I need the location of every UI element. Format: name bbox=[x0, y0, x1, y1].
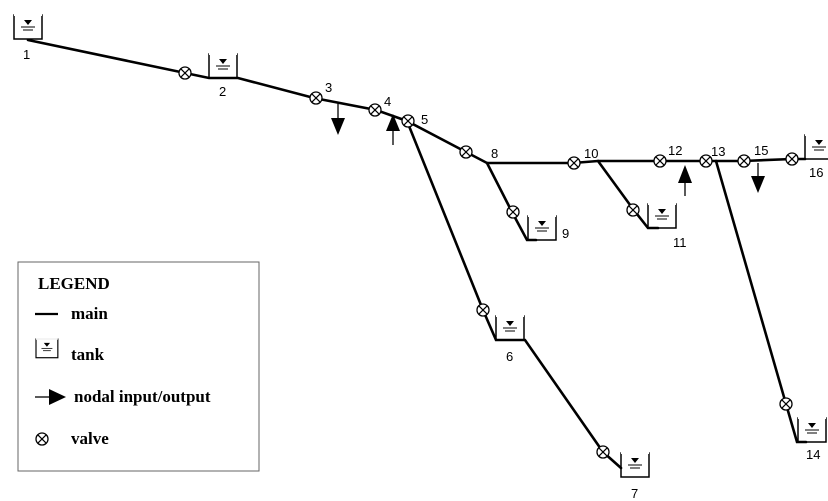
node-label-4: 4 bbox=[384, 94, 391, 109]
node-label-11: 11 bbox=[673, 235, 687, 250]
valve-icon bbox=[368, 103, 382, 117]
tank-icon-9 bbox=[527, 215, 557, 241]
valve-icon bbox=[506, 205, 520, 219]
tank-icon-11 bbox=[647, 203, 677, 229]
nodal-arrows bbox=[331, 102, 765, 196]
pipe-branch-5-7 bbox=[405, 119, 623, 470]
valve-icon bbox=[567, 156, 581, 170]
node-label-9: 9 bbox=[562, 226, 569, 241]
tank-icon-6 bbox=[495, 315, 525, 341]
valve-legend-icon bbox=[35, 432, 49, 446]
node-label-14: 14 bbox=[806, 447, 820, 462]
valve-icon bbox=[401, 114, 415, 128]
legend-label-tank: tank bbox=[71, 345, 105, 364]
valves bbox=[178, 66, 799, 459]
node-label-16: 16 bbox=[809, 165, 823, 180]
legend-label-valve: valve bbox=[71, 429, 109, 448]
valve-icon bbox=[596, 445, 610, 459]
node-label-2: 2 bbox=[219, 84, 226, 99]
tank-icon-14 bbox=[797, 417, 827, 443]
node-label-6: 6 bbox=[506, 349, 513, 364]
valve-icon bbox=[785, 152, 799, 166]
pipe-branch-10-11 bbox=[596, 159, 660, 230]
node-label-10: 10 bbox=[584, 146, 598, 161]
node-label-12: 12 bbox=[668, 143, 682, 158]
tank-icon-1 bbox=[13, 14, 43, 40]
tank-icon-2 bbox=[208, 53, 238, 79]
valve-icon bbox=[459, 145, 473, 159]
node-label-5: 5 bbox=[421, 112, 428, 127]
legend: LEGEND main tank nodal input/output valv… bbox=[17, 261, 260, 472]
nodal-output-arrow-icon-3 bbox=[331, 102, 345, 135]
tank-icon-7 bbox=[620, 452, 650, 478]
valve-icon bbox=[309, 91, 323, 105]
node-labels: 1 2 3 4 5 6 7 8 9 10 11 12 13 14 15 16 bbox=[23, 47, 823, 501]
valve-icon bbox=[779, 397, 793, 411]
node-label-15: 15 bbox=[754, 143, 768, 158]
nodal-output-arrow-icon-15 bbox=[751, 163, 765, 193]
valve-icon bbox=[476, 303, 490, 317]
valve-icon bbox=[178, 66, 192, 80]
node-label-1: 1 bbox=[23, 47, 30, 62]
nodal-input-arrow-icon-12 bbox=[678, 165, 692, 196]
nodal-input-arrow-icon-4 bbox=[386, 114, 400, 145]
legend-label-nodal: nodal input/output bbox=[74, 387, 211, 406]
valve-icon bbox=[653, 154, 667, 168]
legend-box bbox=[17, 261, 260, 472]
node-label-3: 3 bbox=[325, 80, 332, 95]
nodal-arrow-legend-icon bbox=[35, 389, 66, 405]
node-label-7: 7 bbox=[631, 486, 638, 501]
valve-icon bbox=[626, 203, 640, 217]
tank-icon-16 bbox=[804, 134, 828, 160]
legend-title: LEGEND bbox=[38, 274, 110, 293]
node-label-13: 13 bbox=[711, 144, 725, 159]
valve-icon bbox=[737, 154, 751, 168]
pipe-branch-13-14 bbox=[714, 159, 808, 444]
legend-label-main: main bbox=[71, 304, 108, 323]
node-label-8: 8 bbox=[491, 146, 498, 161]
